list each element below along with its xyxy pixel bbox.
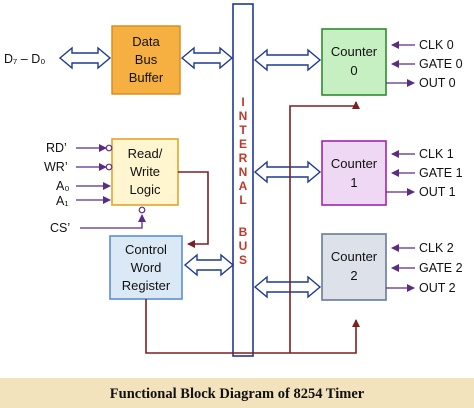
control-word-line: Register — [122, 278, 171, 293]
data-bus-label: D₇ – D₀ — [4, 52, 45, 66]
wr-bubble — [105, 163, 113, 171]
cs-wire — [80, 214, 146, 229]
rd-bubble — [105, 144, 113, 152]
bus-arrow-bus-to-control-word — [183, 253, 235, 277]
counter2-label: Counter — [331, 249, 378, 264]
counter2-block: Counter 2 — [321, 233, 387, 301]
data-bus-buffer-line: Buffer — [129, 70, 164, 85]
out2-label: OUT 2 — [419, 281, 456, 295]
bus-arrow-bus-to-counter0 — [253, 48, 322, 72]
cs-signal: CS’ — [50, 206, 146, 235]
data-bus-buffer-line: Data — [132, 34, 160, 49]
gate0-label: GATE 0 — [419, 57, 463, 71]
clk0-label: CLK 0 — [419, 38, 454, 52]
a0-label: A₀ — [56, 179, 70, 193]
internal-bus — [232, 3, 254, 357]
rd-label: RD’ — [46, 141, 67, 155]
bus-letter: T — [239, 123, 247, 137]
a1-label: A₁ — [56, 194, 69, 208]
control-word-line: Word — [131, 260, 162, 275]
diagram-caption: Functional Block Diagram of 8254 Timer — [110, 386, 365, 402]
bus-letter: N — [239, 109, 248, 123]
bus-arrow-buffer-to-bus — [180, 46, 234, 70]
control-word-register-block: Control Word Register — [109, 235, 183, 300]
control-word-line: Control — [125, 242, 167, 257]
clk2-label: CLK 2 — [419, 241, 454, 255]
bus-letter: S — [239, 253, 247, 267]
gate2-label: GATE 2 — [419, 261, 463, 275]
control-to-counters-wire — [145, 299, 360, 354]
bus-letter: R — [239, 151, 248, 165]
clk1-label: CLK 1 — [419, 147, 454, 161]
gate1-label: GATE 1 — [419, 166, 463, 180]
read-write-logic-block: Read/ Write Logic — [111, 138, 179, 206]
counter1-number: 1 — [350, 175, 357, 190]
out0-label: OUT 0 — [419, 76, 456, 90]
counter1-block: Counter 1 — [321, 140, 387, 206]
counter1-signals: CLK 1 GATE 1 OUT 1 — [386, 147, 463, 199]
bus-letter: L — [239, 193, 246, 207]
cs-bubble — [138, 206, 146, 214]
bus-arrow-bus-to-counter2 — [253, 275, 322, 299]
read-write-logic-line: Write — [130, 164, 160, 179]
control-to-counter0-wire — [289, 101, 360, 353]
counter0-number: 0 — [350, 63, 357, 78]
bus-letter: N — [239, 165, 248, 179]
bus-letter: B — [239, 225, 248, 239]
counter0-label: Counter — [331, 44, 378, 59]
read-write-logic-line: Logic — [129, 182, 161, 197]
counter0-block: Counter 0 — [321, 28, 387, 96]
bus-letter: I — [241, 95, 244, 109]
bus-arrow-d-to-buffer — [58, 46, 112, 70]
wr-label: WR’ — [44, 160, 68, 174]
rw-to-control-wire — [178, 171, 209, 248]
caption-band: Functional Block Diagram of 8254 Timer — [0, 378, 474, 408]
rw-inputs: RD’ WR’ A₀ A₁ — [44, 141, 113, 208]
bus-letter: E — [239, 137, 247, 151]
internal-bus-label: I N T E R N A L B U S — [239, 95, 248, 267]
counter0-signals: CLK 0 GATE 0 OUT 0 — [386, 38, 463, 90]
data-bus-buffer-line: Bus — [135, 52, 158, 67]
bus-letter: U — [239, 239, 248, 253]
cs-label: CS’ — [50, 221, 70, 235]
counter2-signals: CLK 2 GATE 2 OUT 2 — [386, 241, 463, 295]
bus-letter: A — [239, 179, 248, 193]
bus-arrow-bus-to-counter1 — [253, 160, 322, 184]
counter1-label: Counter — [331, 156, 378, 171]
read-write-logic-line: Read/ — [128, 146, 163, 161]
counter2-number: 2 — [350, 268, 357, 283]
out1-label: OUT 1 — [419, 185, 456, 199]
data-bus-buffer-block: Data Bus Buffer — [111, 25, 181, 95]
